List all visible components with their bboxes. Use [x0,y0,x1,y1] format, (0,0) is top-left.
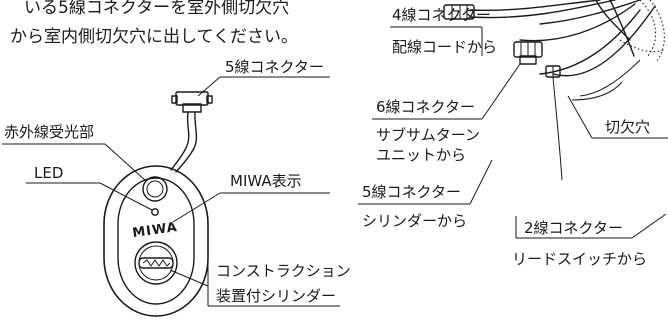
connector4-name: 4線コネクター [392,6,491,24]
key-cylinder-inner-ring [138,245,174,281]
connector5-plug-icon [171,91,213,113]
connector4-source: 配線コードから [392,38,497,56]
cylinder-label-line1: コンストラクション [216,262,351,280]
notch-label: 切欠穴 [605,118,650,136]
key-cylinder-icon [134,241,178,285]
led-icon [151,208,159,216]
cylinder-label-line2: 装置付シリンダー [216,287,336,305]
cylinder-leader [169,269,209,287]
keyway-icon [138,257,174,269]
connector2-name: 2線コネクター [524,219,623,237]
cylinder-body-outer [103,165,209,317]
connector6-icon [513,41,543,65]
connector6-source-line1: サブサムターン [376,126,480,144]
connector5-leader [469,159,493,205]
ir-receiver-lens [146,180,164,198]
connector5-source: シリンダーから [362,212,467,230]
notch-leader [567,95,593,139]
connector6-leader [481,63,521,120]
connector5-top-leader [197,76,221,97]
connector5-cable [170,111,190,171]
led-leader [99,182,153,211]
brand-leader [172,192,221,223]
wire-bundle [469,0,665,101]
cylinder-assembly: 5線コネクター MIWA 赤外線受光部 [2,58,351,317]
ir-receiver-label: 赤外線受光部 [4,123,94,141]
connector2-tail [631,213,667,239]
connector5-cable-inner [175,111,198,173]
connector-wiring: 4線コネクター 配線コードから 6線コネクター サブサムターン ユニットから 5… [358,0,668,268]
connector5-top-label: 5線コネクター [225,58,324,76]
connector6-source-line2: ユニットから [376,146,466,164]
connector6-name: 6線コネクター [376,98,475,116]
connector2-icon [545,65,563,181]
ir-receiver-leader [104,143,147,182]
connector2-source: リードスイッチから [512,250,647,268]
cylinder-body-inner [117,177,195,305]
brand-label: MIWA表示 [230,172,302,190]
ir-receiver-icon [142,176,168,202]
instruction-line-bottom: から室内側切欠穴に出してください。 [10,27,298,47]
led-label: LED [34,164,63,182]
connector5-name: 5線コネクター [362,183,461,201]
instruction-line-top: いる5線コネクターを室外側切欠穴 [24,0,289,18]
instruction-text: いる5線コネクターを室外側切欠穴 から室内側切欠穴に出してください。 [10,0,298,47]
brand-mark: MIWA [131,220,178,241]
connector4-icon [443,4,475,20]
